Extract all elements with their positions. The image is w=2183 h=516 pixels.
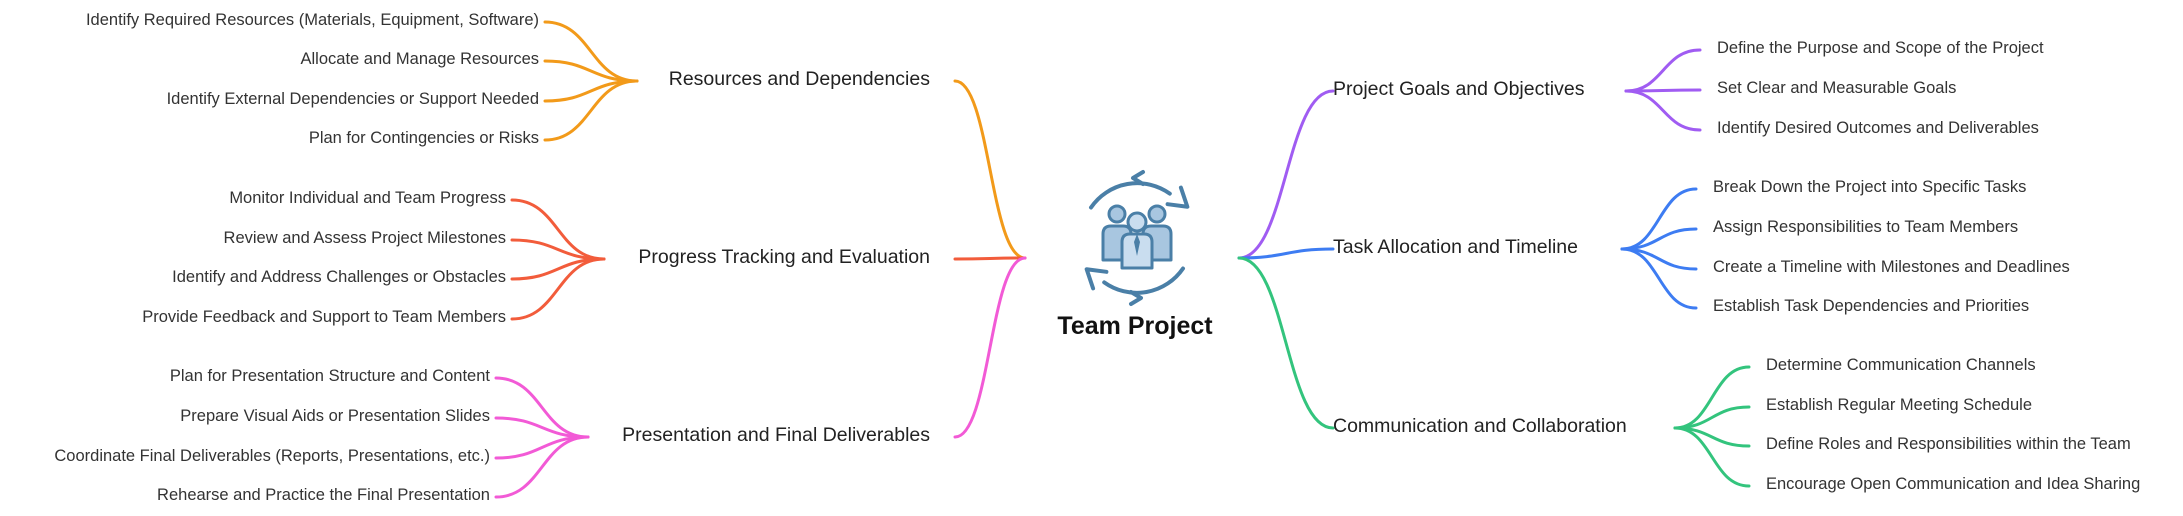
leaf-label-presentation-1[interactable]: Prepare Visual Aids or Presentation Slid… (180, 407, 490, 425)
connector-presentation-leaf-0 (494, 376, 590, 439)
connector-goals (1237, 89, 1335, 260)
leaf-label-progress-0[interactable]: Monitor Individual and Team Progress (229, 189, 506, 207)
leaf-label-goals-0[interactable]: Define the Purpose and Scope of the Proj… (1717, 39, 2044, 57)
connector-resources-leaf-3 (543, 79, 639, 142)
connector-tasks-leaf-0 (1620, 187, 1698, 251)
connector-progress-leaf-0 (510, 198, 606, 261)
leaf-label-resources-2[interactable]: Identify External Dependencies or Suppor… (166, 90, 539, 108)
central-topic-title[interactable]: Team Project (1057, 312, 1213, 340)
leaf-label-tasks-2[interactable]: Create a Timeline with Milestones and De… (1713, 258, 2070, 276)
leaf-label-resources-1[interactable]: Allocate and Manage Resources (300, 50, 539, 68)
connector-tasks (1237, 247, 1335, 260)
leaf-label-communication-3[interactable]: Encourage Open Communication and Idea Sh… (1766, 475, 2141, 493)
connector-progress-leaf-3 (510, 257, 606, 321)
connector-communication-leaf-3 (1673, 426, 1751, 488)
leaf-label-tasks-3[interactable]: Establish Task Dependencies and Prioriti… (1713, 297, 2030, 315)
connector-tasks-leaf-3 (1620, 247, 1698, 310)
leaf-label-communication-1[interactable]: Establish Regular Meeting Schedule (1766, 396, 2032, 414)
leaf-label-tasks-0[interactable]: Break Down the Project into Specific Tas… (1713, 178, 2027, 196)
connector-resources-leaf-0 (543, 20, 639, 83)
leaf-label-resources-0[interactable]: Identify Required Resources (Materials, … (85, 11, 539, 29)
connector-lines (494, 20, 1751, 499)
connector-resources (953, 79, 1027, 260)
leaf-label-goals-1[interactable]: Set Clear and Measurable Goals (1717, 79, 1957, 97)
leaf-label-presentation-3[interactable]: Rehearse and Practice the Final Presenta… (157, 486, 490, 504)
leaf-label-tasks-1[interactable]: Assign Responsibilities to Team Members (1713, 218, 2019, 236)
connector-communication-leaf-0 (1673, 365, 1751, 430)
branch-label-goals[interactable]: Project Goals and Objectives (1333, 78, 1585, 100)
team-people-cycle-icon (1079, 170, 1195, 306)
leaf-label-communication-2[interactable]: Define Roles and Responsibilities within… (1766, 435, 2131, 453)
leaf-label-goals-2[interactable]: Identify Desired Outcomes and Deliverabl… (1717, 119, 2039, 137)
leaf-label-presentation-0[interactable]: Plan for Presentation Structure and Cont… (169, 367, 490, 385)
branch-label-communication[interactable]: Communication and Collaboration (1333, 415, 1627, 437)
branch-label-tasks[interactable]: Task Allocation and Timeline (1333, 236, 1578, 258)
branch-label-presentation[interactable]: Presentation and Final Deliverables (622, 424, 930, 446)
connector-presentation-leaf-3 (494, 435, 590, 499)
leaf-label-presentation-2[interactable]: Coordinate Final Deliverables (Reports, … (54, 447, 490, 465)
leaf-label-progress-2[interactable]: Identify and Address Challenges or Obsta… (172, 268, 506, 286)
branch-label-resources[interactable]: Resources and Dependencies (668, 68, 930, 90)
leaf-label-progress-3[interactable]: Provide Feedback and Support to Team Mem… (142, 308, 506, 326)
connector-goals-leaf-0 (1624, 48, 1702, 93)
connector-presentation (953, 256, 1027, 439)
leaf-label-resources-3[interactable]: Plan for Contingencies or Risks (308, 129, 539, 147)
leaf-label-progress-1[interactable]: Review and Assess Project Milestones (223, 229, 506, 247)
connector-progress (953, 256, 1027, 261)
branch-label-progress[interactable]: Progress Tracking and Evaluation (638, 246, 930, 268)
connector-communication (1237, 256, 1335, 430)
connector-goals-leaf-2 (1624, 89, 1702, 132)
leaf-label-communication-0[interactable]: Determine Communication Channels (1766, 356, 2036, 374)
